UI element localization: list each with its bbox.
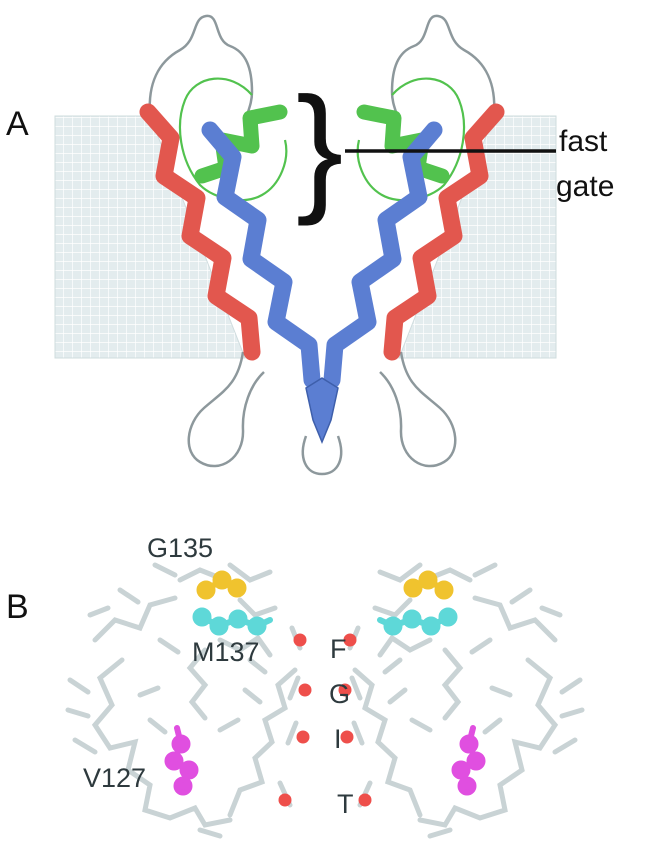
panel-b: G135 M137 V127 F G I T B bbox=[6, 533, 650, 852]
cyan-ball bbox=[247, 616, 267, 636]
protein-left-half bbox=[139, 14, 321, 468]
stick-cluster-right bbox=[339, 565, 583, 836]
cyan-ball bbox=[228, 609, 248, 629]
yellow-ball bbox=[196, 580, 216, 600]
magenta-ball bbox=[173, 776, 193, 796]
oxygen-dot bbox=[298, 683, 312, 697]
pore-letter-f: F bbox=[330, 634, 347, 664]
residue-label-v127: V127 bbox=[83, 763, 146, 793]
residue-label-g135: G135 bbox=[147, 533, 213, 563]
blue-helix-ribbon bbox=[201, 121, 321, 389]
cyan-ball bbox=[209, 616, 229, 636]
magenta-ball bbox=[171, 734, 191, 754]
blue-helix bbox=[201, 121, 321, 389]
panel-a-label: A bbox=[6, 105, 29, 143]
oxygen-dot bbox=[278, 793, 292, 807]
green-loop-outline bbox=[178, 77, 288, 202]
cyan-ball bbox=[192, 607, 212, 627]
pore-letter-g: G bbox=[329, 679, 350, 709]
panel-b-label: B bbox=[6, 588, 29, 626]
residue-label-m137: M137 bbox=[192, 637, 260, 667]
fast-gate-brace: } bbox=[296, 68, 343, 227]
pore-oxygen-dots bbox=[278, 633, 312, 807]
gate-label: gate bbox=[556, 170, 614, 203]
yellow-ball bbox=[212, 570, 232, 590]
membrane-left bbox=[54, 115, 246, 359]
center-bottom-curl bbox=[301, 435, 343, 476]
magenta-ball bbox=[164, 751, 184, 771]
oxygen-dot bbox=[293, 633, 307, 647]
pore-letter-i: I bbox=[334, 724, 342, 754]
red-helix bbox=[139, 103, 261, 361]
blue-tip bbox=[305, 377, 339, 444]
pore-letter-t: T bbox=[337, 789, 354, 819]
residue-g135-yellow bbox=[196, 570, 247, 600]
top-loop bbox=[148, 14, 254, 115]
bottom-loop bbox=[187, 351, 265, 468]
yellow-ball bbox=[227, 578, 247, 598]
magenta-ball bbox=[179, 760, 199, 780]
oxygen-dot bbox=[296, 730, 310, 744]
fast-label: fast bbox=[559, 125, 608, 158]
panel-a: } fast gate A bbox=[6, 0, 614, 476]
red-helix-ribbon bbox=[139, 103, 261, 361]
residue-v127-magenta bbox=[164, 725, 199, 796]
residue-m137-cyan bbox=[192, 607, 273, 636]
stick-cluster-left bbox=[65, 562, 312, 839]
